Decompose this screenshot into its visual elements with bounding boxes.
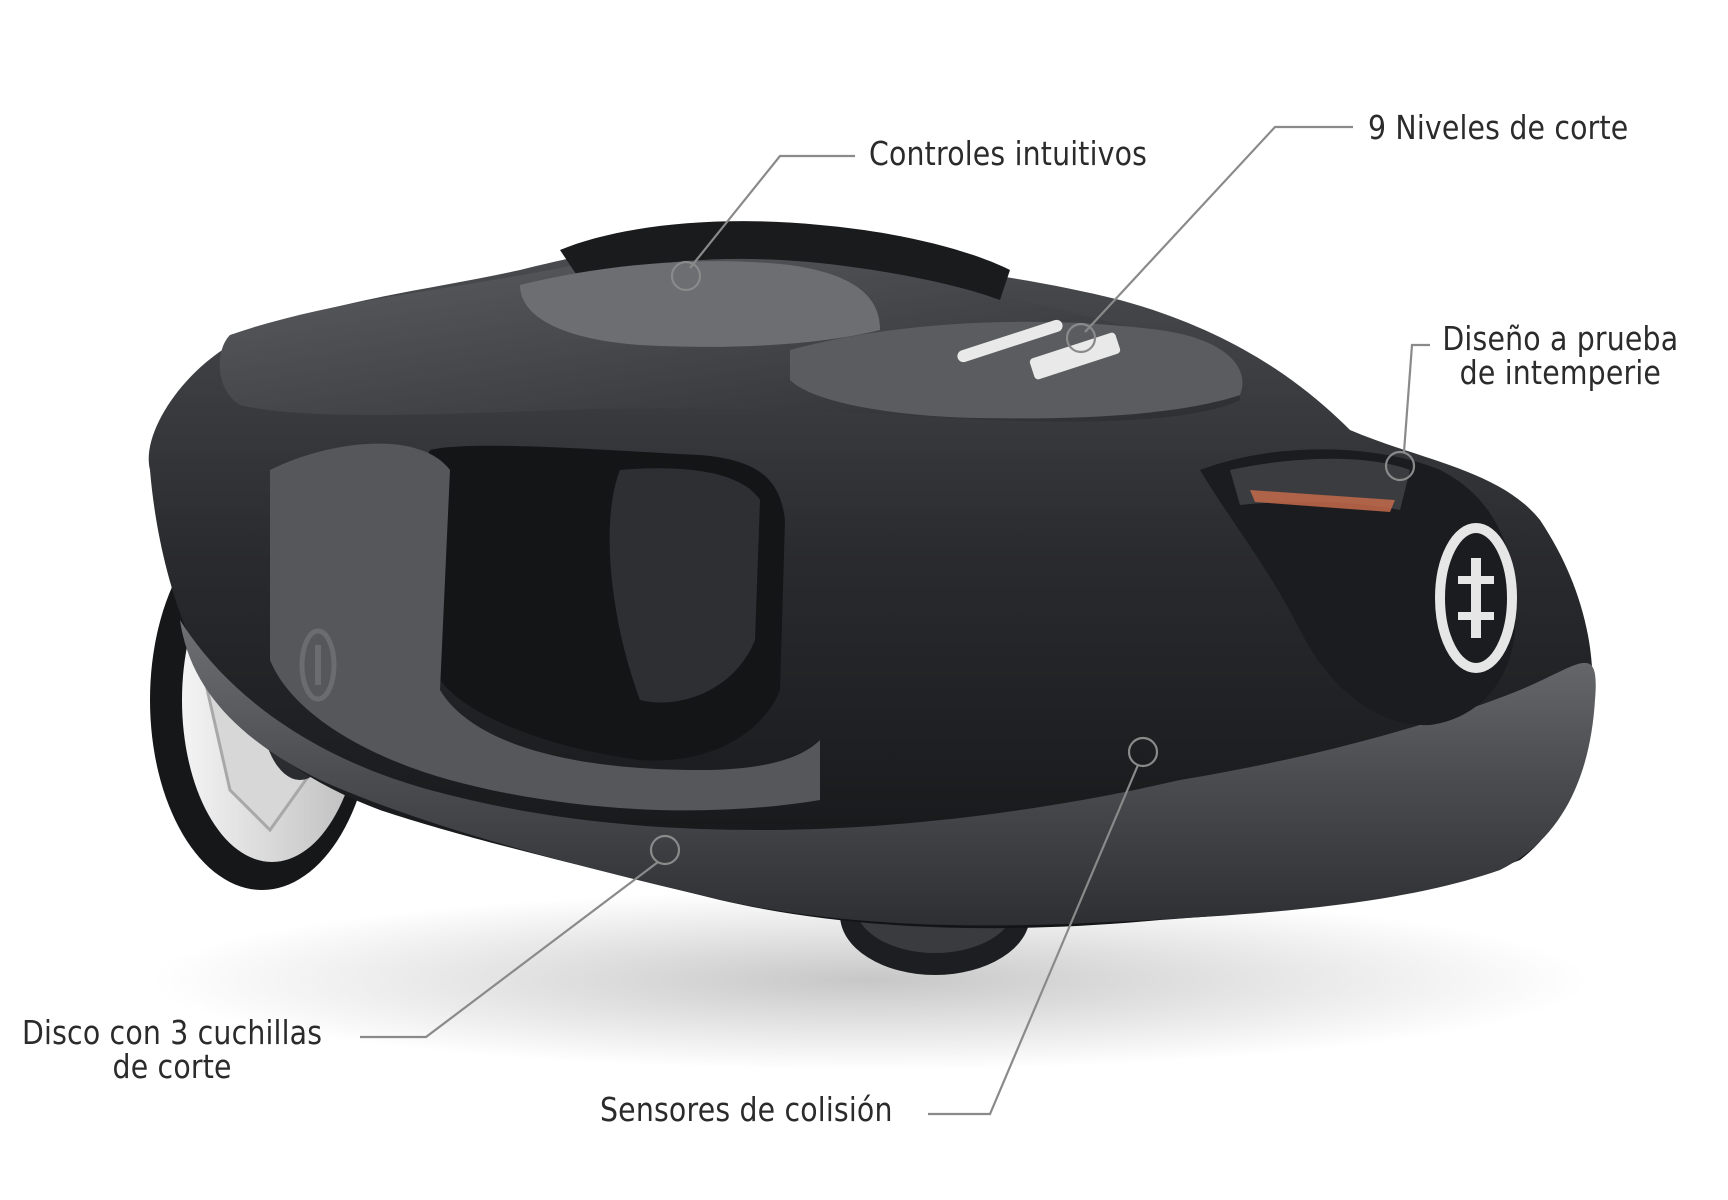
callout-controles-intuitivos: Controles intuitivos	[869, 137, 1147, 171]
callout-text-line1: Diseño a prueba	[1442, 319, 1678, 358]
husqvarna-crown-logo-icon	[957, 319, 1121, 380]
side-bumper-panel	[270, 443, 820, 811]
front-emblem-icon	[1435, 523, 1517, 673]
ground-shadow	[150, 890, 1590, 1070]
callout-text-line2: de intemperie	[1459, 353, 1661, 392]
front-vent-light	[1250, 490, 1395, 512]
callout-text-line2: de corte	[112, 1047, 232, 1086]
leader-lines	[360, 125, 1430, 1116]
control-panel-hatch	[520, 261, 880, 347]
callout-text-line1: Disco con 3 cuchillas	[22, 1013, 323, 1052]
bumper-skirt	[180, 620, 1596, 926]
callout-text: 9 Niveles de corte	[1368, 108, 1629, 147]
front-display-panel	[790, 321, 1243, 419]
carry-handle	[560, 221, 1010, 300]
side-emblem-icon	[299, 628, 337, 702]
callout-diseno-intemperie: Diseño a prueba de intemperie	[1442, 322, 1678, 390]
front-nose	[1200, 449, 1516, 726]
callout-text: Controles intuitivos	[869, 134, 1148, 173]
callout-sensores-colision: Sensores de colisión	[600, 1093, 893, 1127]
callout-niveles-de-corte: 9 Niveles de corte	[1368, 111, 1628, 145]
side-window-highlight	[609, 468, 760, 703]
callout-disco-cuchillas: Disco con 3 cuchillas de corte	[22, 1016, 322, 1084]
callout-text: Sensores de colisión	[600, 1090, 893, 1129]
